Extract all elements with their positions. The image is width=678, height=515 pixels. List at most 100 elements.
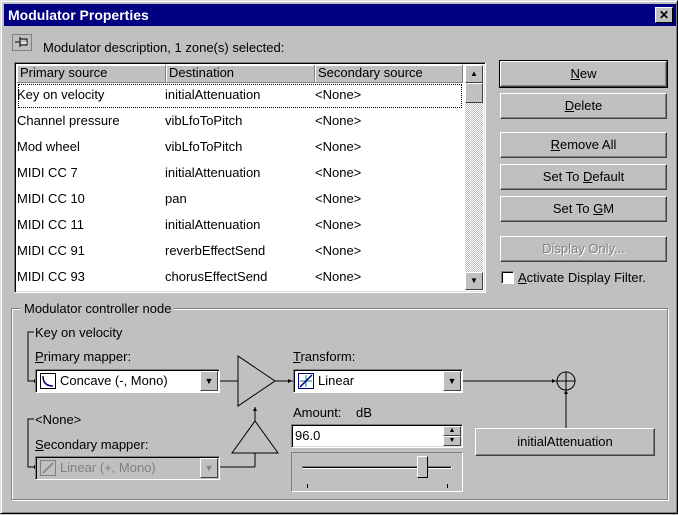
close-button[interactable]: ✕: [655, 7, 673, 23]
slider-tick-max: [447, 484, 448, 488]
set-to-gm-button[interactable]: Set To GM: [500, 196, 667, 222]
primary-mapper-accelerator: P: [35, 349, 44, 364]
scroll-thumb[interactable]: [465, 83, 483, 103]
set-gm-label-post: M: [603, 201, 615, 216]
delete-button-accelerator: D: [564, 98, 575, 113]
primary-source-cell: MIDI CC 91: [17, 243, 85, 258]
set-default-label-post: efault: [592, 169, 625, 184]
scroll-up-button[interactable]: ▲: [465, 65, 483, 83]
destination-cell: chorusEffectSend: [165, 269, 268, 284]
activate-display-filter-checkbox[interactable]: [501, 271, 514, 284]
secondary-mapper-label: Secondary mapper:: [35, 437, 148, 452]
multiplier-triangle: [237, 355, 276, 407]
primary-mapper-select[interactable]: Concave (-, Mono) ▼: [35, 369, 220, 393]
transform-value: Linear: [318, 373, 355, 388]
secondary-mapper-value: Linear (+, Mono): [60, 460, 156, 475]
controller-node-group: [11, 308, 668, 500]
secondary-source-cell: <None>: [315, 191, 362, 206]
list-item[interactable]: MIDI CC 91 reverbEffectSend <None>: [17, 239, 463, 265]
linear-curve-icon: [40, 460, 56, 476]
transform-label: Transform:: [293, 349, 355, 364]
chevron-down-icon[interactable]: ▼: [443, 371, 461, 391]
remove-all-button[interactable]: Remove All: [500, 132, 667, 158]
list-item[interactable]: Mod wheel vibLfoToPitch <None>: [17, 135, 463, 161]
amount-field[interactable]: 96.0 ▲ ▼: [291, 424, 463, 448]
amount-unit-label: dB: [356, 405, 372, 420]
secondary-mapper-select[interactable]: Linear (+, Mono) ▼: [35, 456, 220, 480]
amount-spin-down[interactable]: ▼: [443, 436, 461, 446]
pin-icon[interactable]: [12, 34, 32, 51]
secondary-source-cell: <None>: [315, 217, 362, 232]
amount-value: 96.0: [295, 428, 321, 443]
set-to-default-button[interactable]: Set To Default: [500, 164, 667, 190]
slider-tick-min: [307, 484, 308, 488]
secondary-source-cell: <None>: [315, 87, 362, 102]
linear-transform-icon: [298, 373, 314, 389]
chevron-down-icon[interactable]: ▼: [200, 371, 218, 391]
destination-cell: reverbEffectSend: [165, 243, 266, 258]
amount-spin-up[interactable]: ▲: [443, 426, 461, 436]
list-item[interactable]: Key on velocity initialAttenuation <None…: [17, 83, 463, 109]
description-label: Modulator description, 1 zone(s) selecte…: [43, 40, 285, 55]
list-item[interactable]: Channel pressure vibLfoToPitch <None>: [17, 109, 463, 135]
transform-accelerator: T: [293, 349, 301, 364]
list-scrollbar[interactable]: ▲ ▼: [465, 65, 483, 290]
column-header-primary-source[interactable]: Primary source: [17, 65, 166, 83]
primary-source-cell: Channel pressure: [17, 113, 120, 128]
new-button[interactable]: New: [499, 60, 668, 88]
list-item[interactable]: MIDI CC 11 initialAttenuation <None>: [17, 213, 463, 239]
list-item[interactable]: MIDI CC 7 initialAttenuation <None>: [17, 161, 463, 187]
secondary-source-label: <None>: [35, 412, 82, 427]
modulator-list[interactable]: Primary source Destination Secondary sou…: [14, 62, 486, 293]
concave-curve-icon: [40, 373, 56, 389]
controller-node-group-label: Modulator controller node: [21, 301, 175, 316]
display-only-button[interactable]: Display Only...: [500, 236, 667, 262]
primary-mapper-value: Concave (-, Mono): [60, 373, 168, 388]
list-item[interactable]: MIDI CC 10 pan <None>: [17, 187, 463, 213]
chevron-down-icon[interactable]: ▼: [200, 458, 218, 478]
column-header-destination[interactable]: Destination: [166, 65, 315, 83]
secondary-source-cell: <None>: [315, 269, 362, 284]
secondary-triangle: [231, 420, 279, 454]
destination-cell: initialAttenuation: [165, 87, 261, 102]
destination-cell: initialAttenuation: [165, 165, 261, 180]
destination-button[interactable]: initialAttenuation: [475, 428, 655, 456]
secondary-source-cell: <None>: [315, 113, 362, 128]
new-button-label-post: ew: [579, 66, 597, 81]
amount-slider[interactable]: [291, 452, 463, 492]
primary-source-cell: MIDI CC 11: [17, 217, 84, 232]
title-bar[interactable]: Modulator Properties ✕: [4, 4, 676, 26]
destination-cell: initialAttenuation: [165, 217, 261, 232]
transform-label-post: ransform:: [300, 349, 356, 364]
primary-source-cell: MIDI CC 93: [17, 269, 85, 284]
primary-source-cell: MIDI CC 7: [17, 165, 78, 180]
remove-all-label-post: emove All: [560, 137, 617, 152]
set-default-label-pre: Set To: [542, 169, 584, 184]
delete-button[interactable]: Delete: [500, 93, 667, 119]
column-header-secondary-source[interactable]: Secondary source: [315, 65, 463, 83]
amount-label: Amount:: [293, 405, 342, 420]
delete-button-label-post: elete: [574, 98, 603, 113]
set-gm-label-pre: Set To: [552, 201, 594, 216]
secondary-source-cell: <None>: [315, 243, 362, 258]
primary-source-label: Key on velocity: [35, 325, 123, 340]
set-default-accelerator: D: [583, 169, 593, 184]
transform-select[interactable]: Linear ▼: [293, 369, 463, 393]
secondary-mapper-label-post: econdary mapper:: [43, 437, 149, 452]
secondary-source-cell: <None>: [315, 165, 362, 180]
scroll-down-button[interactable]: ▼: [465, 272, 483, 290]
slider-thumb[interactable]: [417, 456, 428, 478]
secondary-source-cell: <None>: [315, 139, 362, 154]
set-gm-accelerator: G: [593, 201, 604, 216]
activate-display-filter-label[interactable]: Activate Display Filter.: [518, 270, 646, 285]
primary-mapper-label-post: rimary mapper:: [43, 349, 132, 364]
filter-label-post: ctivate Display Filter.: [526, 270, 646, 285]
primary-mapper-label: Primary mapper:: [35, 349, 131, 364]
summer-node: [556, 371, 576, 391]
destination-cell: pan: [165, 191, 187, 206]
list-item[interactable]: MIDI CC 93 chorusEffectSend <None>: [17, 265, 463, 291]
destination-cell: vibLfoToPitch: [165, 113, 243, 128]
filter-accelerator: A: [518, 270, 527, 285]
